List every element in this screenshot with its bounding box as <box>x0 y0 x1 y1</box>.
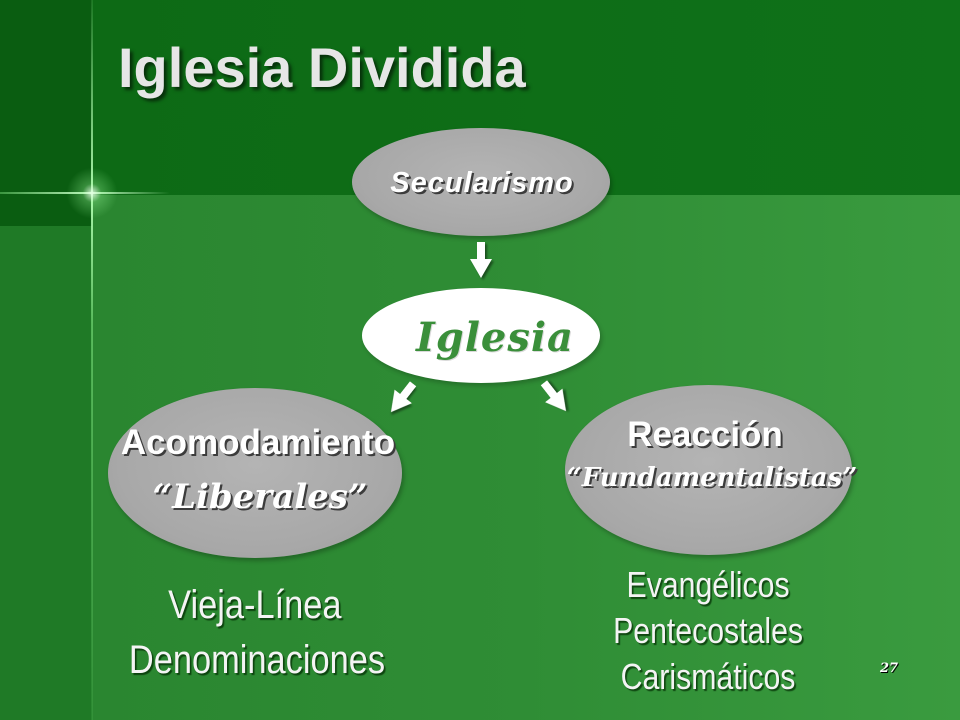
example-vieja-linea: Vieja-Línea <box>168 583 342 627</box>
secularismo-label: Secularismo <box>390 167 574 199</box>
example-denominaciones: Denominaciones <box>128 638 386 682</box>
liberales-examples-list: Vieja-Línea Denominaciones <box>108 578 402 688</box>
iglesia-label: Iglesia <box>416 314 574 361</box>
page-number: 27 <box>880 661 899 676</box>
example-pentecostales: Pentecostales <box>613 610 804 651</box>
example-evangelicos: Evangélicos <box>626 564 791 605</box>
iglesia-node: Iglesia <box>362 288 600 383</box>
list-item: Evangélicos <box>565 562 852 608</box>
liberales-sublabel: “Liberales” <box>152 477 368 517</box>
list-item: Vieja-Línea <box>108 578 402 633</box>
background-left-strip-bottom <box>0 226 92 720</box>
reaccion-node: Reacción “Fundamentalistas” <box>565 385 857 555</box>
fundamentalistas-examples-list: Evangélicos Pentecostales Carismáticos <box>565 562 852 700</box>
fundamentalistas-sublabel: “Fundamentalistas” <box>566 463 858 493</box>
decorative-vertical-line <box>91 0 93 720</box>
acomodamiento-label: Acomodamiento <box>120 423 396 462</box>
acomodamiento-node: Acomodamiento “Liberales” <box>108 388 402 558</box>
reaccion-label: Reacción <box>627 415 783 454</box>
list-item: Denominaciones <box>108 633 402 688</box>
example-carismaticos: Carismáticos <box>621 656 796 697</box>
slide-title: Iglesia Dividida <box>118 36 526 99</box>
list-item: Pentecostales <box>565 608 852 654</box>
list-item: Carismáticos <box>565 654 852 700</box>
secularismo-node: Secularismo <box>352 128 610 236</box>
decorative-cross-glow <box>62 163 122 223</box>
